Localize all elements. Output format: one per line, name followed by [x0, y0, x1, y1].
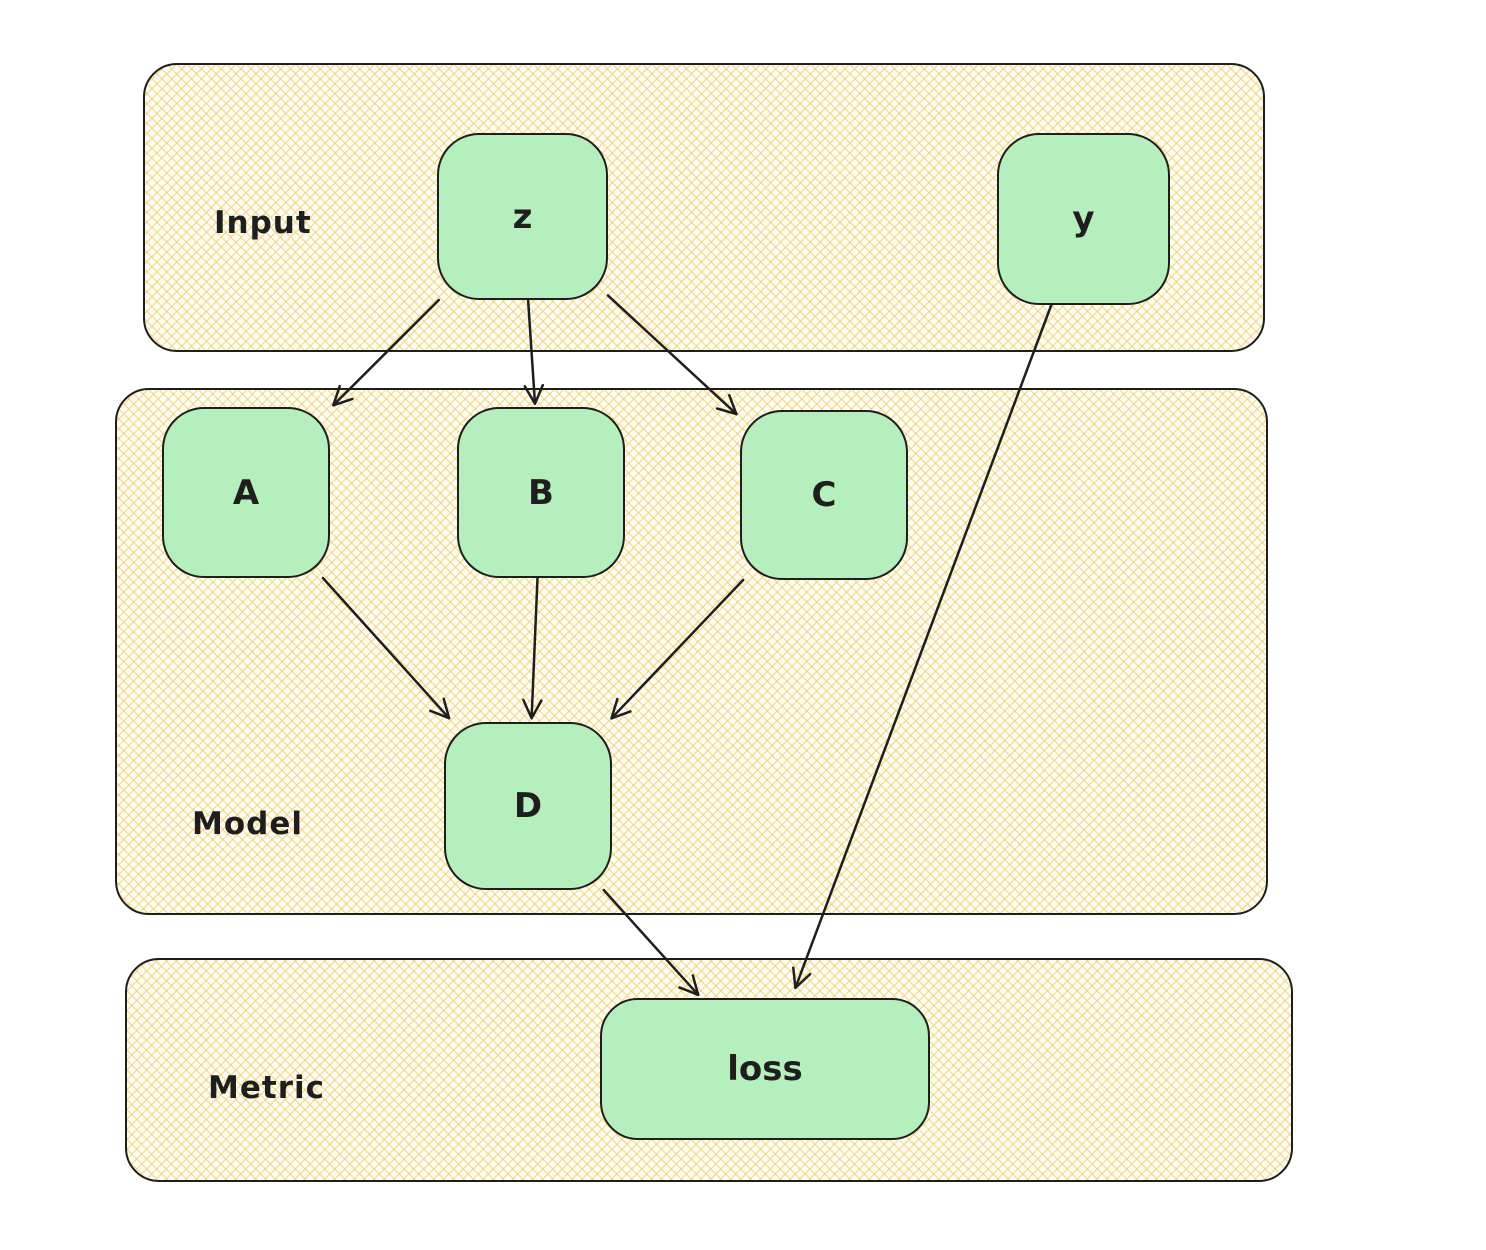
node-loss-label: loss: [727, 1049, 803, 1089]
arrow-B-to-D[interactable]: [522, 576, 543, 720]
node-y[interactable]: y: [997, 133, 1170, 305]
node-z[interactable]: z: [437, 133, 608, 300]
node-y-label: y: [1072, 199, 1095, 239]
node-b-label: B: [528, 472, 554, 513]
arrow-z-to-B[interactable]: [523, 298, 545, 405]
node-loss[interactable]: loss: [600, 998, 930, 1140]
node-c[interactable]: C: [740, 410, 908, 580]
node-a[interactable]: A: [162, 407, 330, 578]
node-d[interactable]: D: [444, 722, 612, 890]
node-d-label: D: [513, 786, 543, 826]
arrow-D-to-loss[interactable]: [602, 888, 700, 997]
arrow-A-to-D[interactable]: [321, 576, 451, 720]
node-z-label: z: [512, 196, 533, 237]
arrow-z-to-A[interactable]: [332, 298, 441, 407]
section-label-input: Input: [214, 205, 312, 241]
section-label-metric: Metric: [208, 1070, 325, 1106]
node-a-label: A: [232, 472, 260, 513]
section-model[interactable]: [115, 388, 1268, 915]
node-b[interactable]: B: [457, 407, 625, 578]
section-label-model: Model: [192, 806, 303, 842]
arrow-y-to-loss[interactable]: [792, 303, 1053, 990]
arrow-z-to-C[interactable]: [606, 294, 738, 416]
node-c-label: C: [811, 475, 837, 515]
arrow-C-to-D[interactable]: [610, 578, 745, 720]
